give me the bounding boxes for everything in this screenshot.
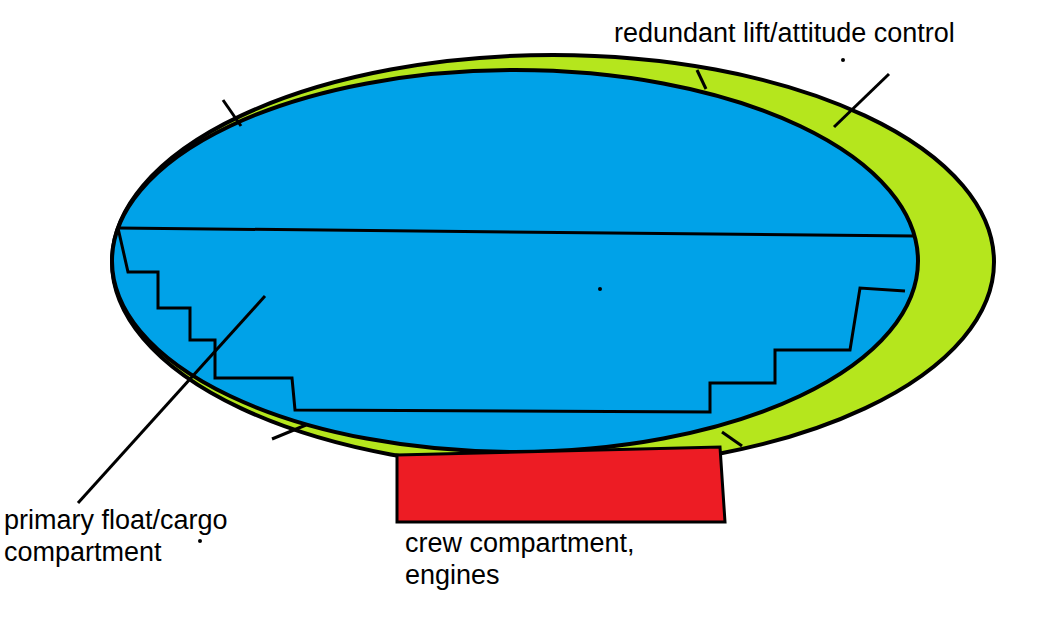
float-hull [112, 70, 918, 452]
crew-compartment [397, 447, 725, 522]
part-label: primary float/cargo compartment [4, 504, 294, 568]
leader-lines [78, 74, 889, 503]
ring-dividers [223, 70, 742, 446]
part-label: redundant lift/attitude control [614, 17, 955, 49]
dots [198, 58, 845, 543]
lift-ring [112, 55, 994, 469]
deck-lines [118, 228, 915, 412]
part-label: crew compartment, engines [405, 527, 660, 591]
